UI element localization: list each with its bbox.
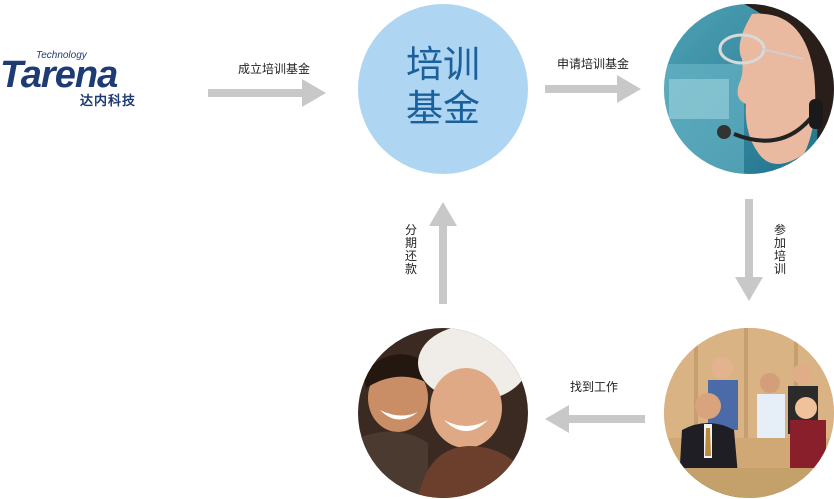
training-fund-hub: 培训 基金 <box>358 4 528 174</box>
logo-cn-name: 达内科技 <box>80 94 137 109</box>
call-center-photo <box>664 4 834 174</box>
hub-line2: 基金 <box>406 87 480 130</box>
step-repay-label: 分期还款 <box>404 223 417 276</box>
step-attend-label: 参加培训 <box>773 223 786 276</box>
logo-brand-text: Tarena <box>0 54 118 96</box>
business-team-photo <box>664 328 834 498</box>
logo-technology-text: Technology <box>36 50 87 61</box>
arrow-right-1 <box>208 79 326 107</box>
graduates-photo <box>358 328 528 498</box>
arrow-down <box>735 199 763 301</box>
step-apply-label: 申请培训基金 <box>557 57 630 71</box>
arrow-left <box>545 405 645 433</box>
step-find-job-label: 找到工作 <box>570 380 619 394</box>
arrow-up <box>429 202 457 304</box>
hub-line1: 培训 <box>406 43 480 86</box>
step-establish-label: 成立培训基金 <box>238 62 311 76</box>
arrow-right-2 <box>545 75 641 103</box>
tarena-logo: Technology Tarena 达内科技 <box>0 50 170 112</box>
